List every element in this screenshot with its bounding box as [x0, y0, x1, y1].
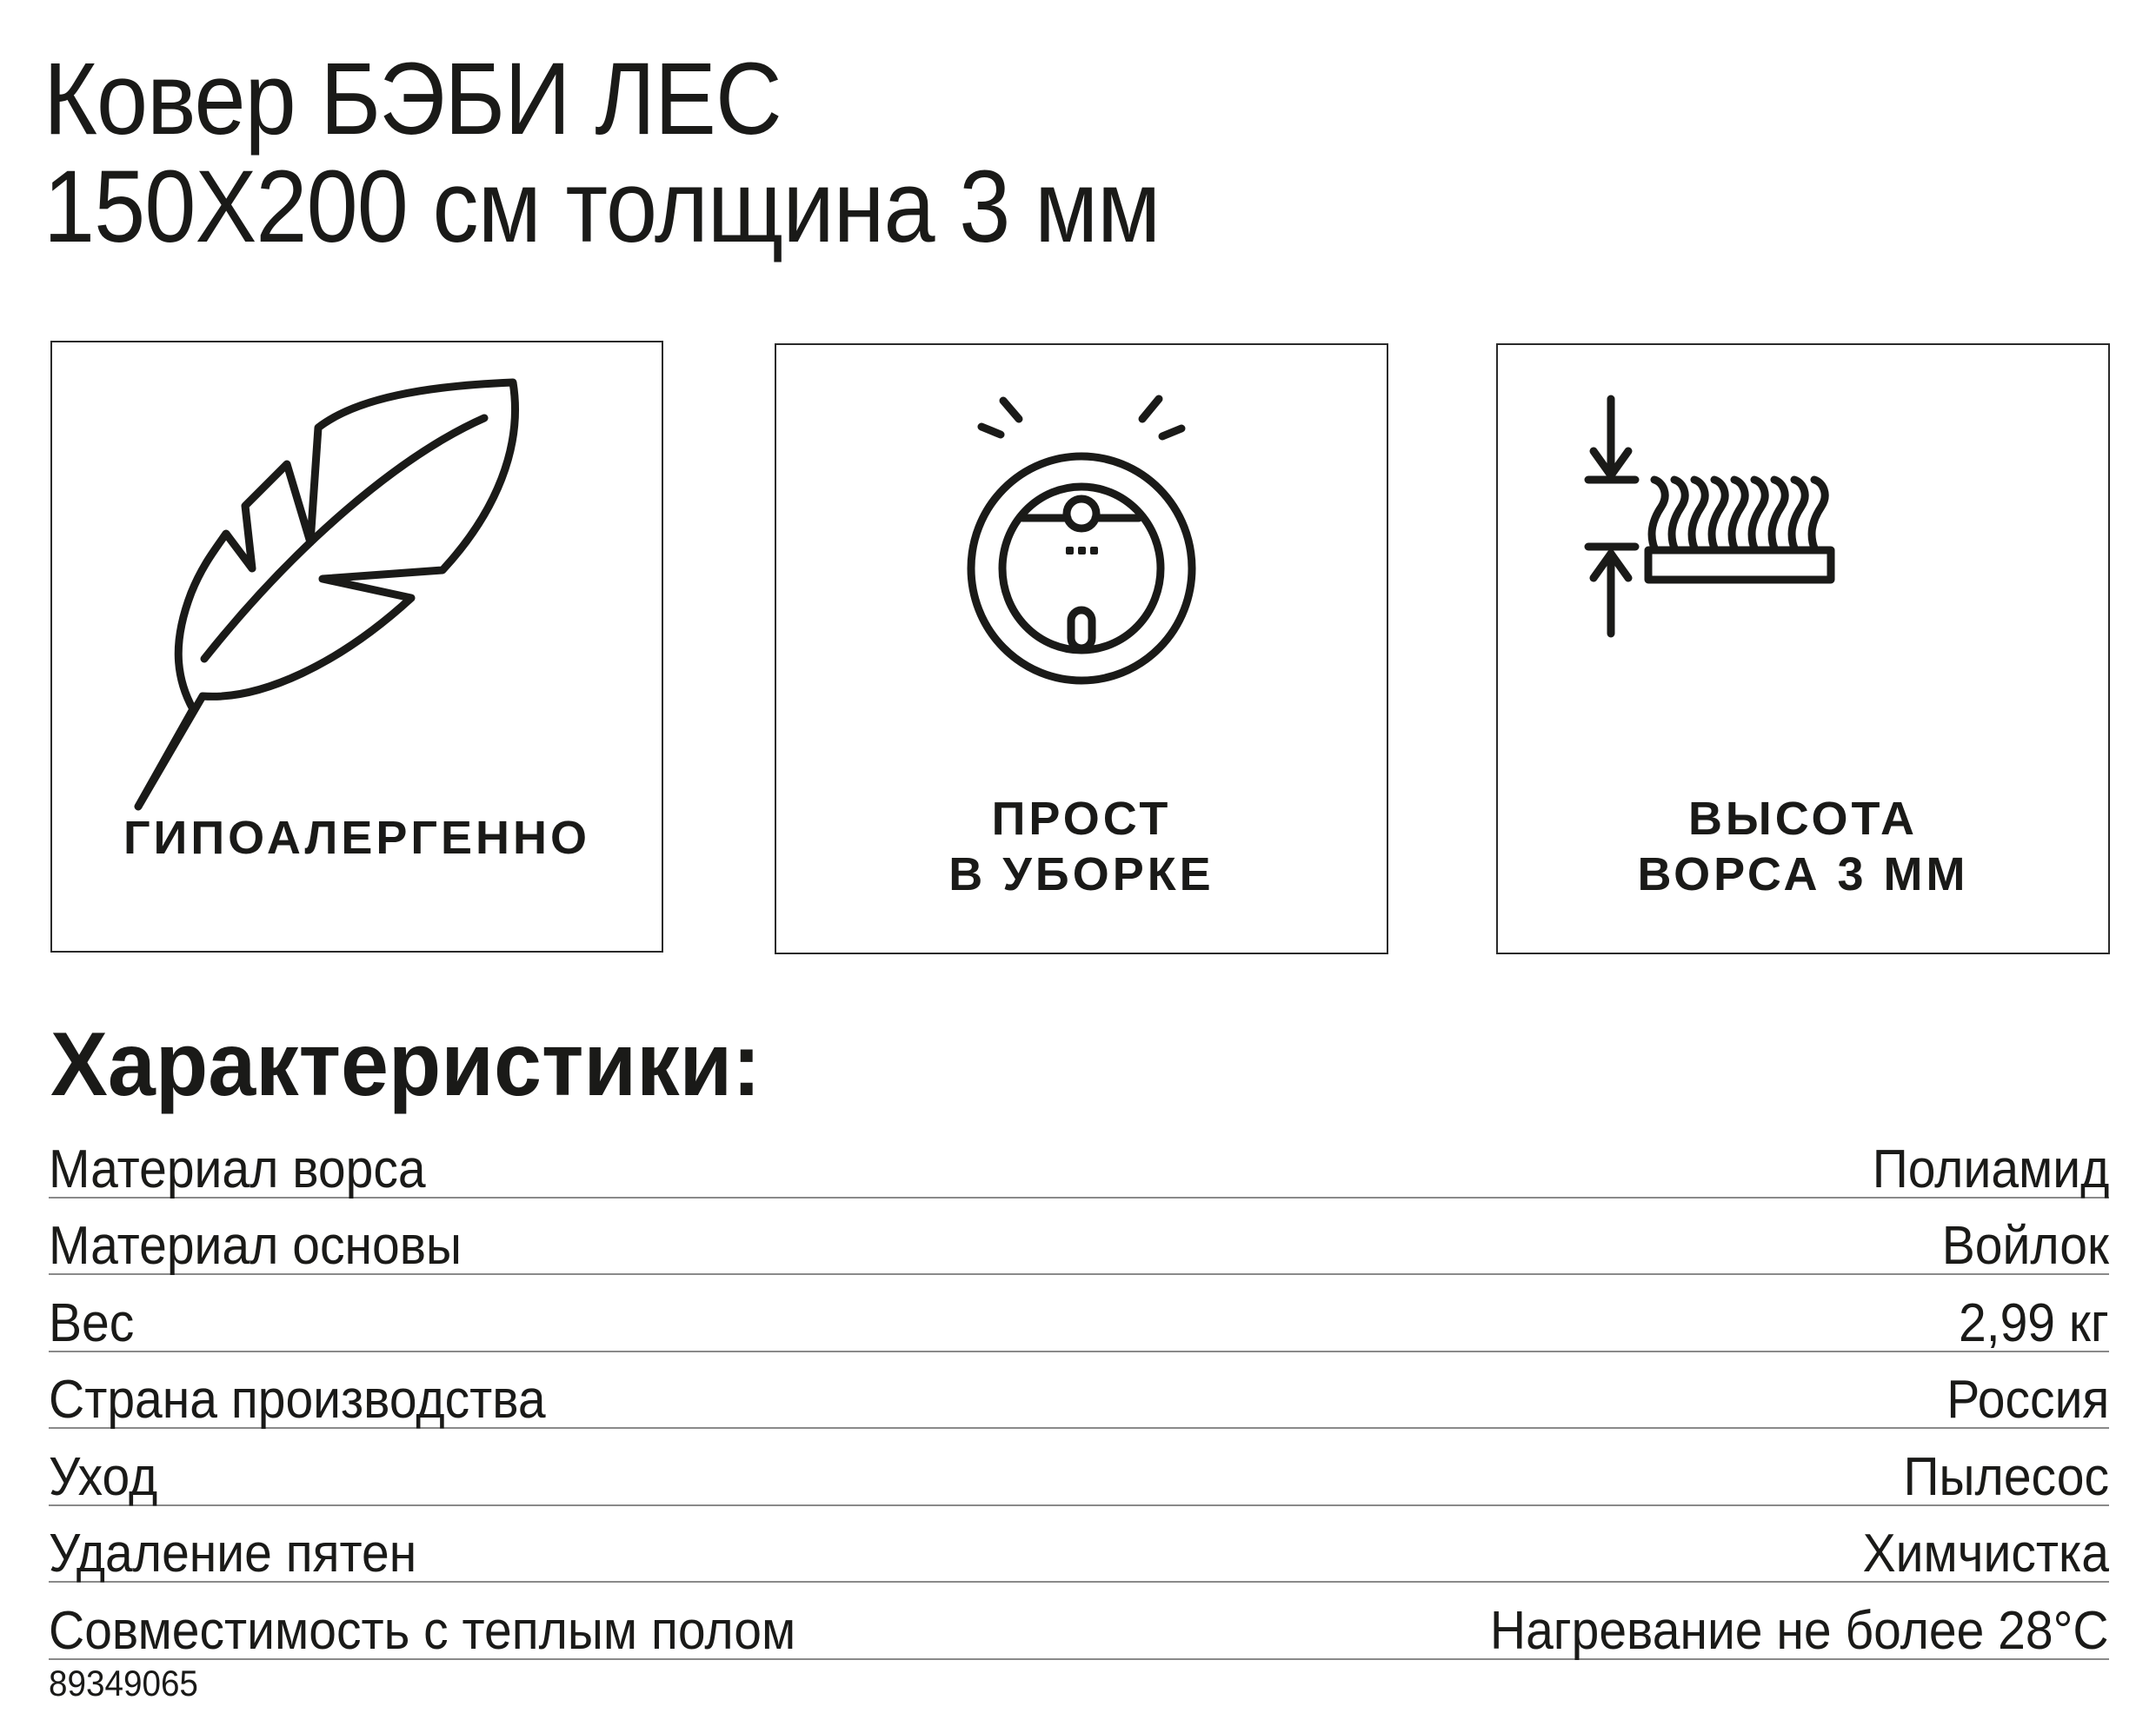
- pile-height-icon: [1584, 395, 1835, 638]
- spec-value: Полиамид: [1872, 1139, 2109, 1199]
- spec-value: Нагревание не более 28°С: [1490, 1600, 2109, 1661]
- spec-key: Страна производства: [49, 1370, 546, 1430]
- feature-box-easy-cleaning: ПРОСТ В УБОРКЕ: [775, 343, 1388, 954]
- spec-key: Материал ворса: [49, 1139, 426, 1199]
- spec-row: Совместимость с теплым полом Нагревание …: [49, 1583, 2109, 1661]
- feather-icon: [134, 378, 519, 811]
- feature-box-hypoallergenic: ГИПОАЛЕРГЕННО: [50, 341, 663, 953]
- spec-row: Материал основы Войлок: [49, 1199, 2109, 1276]
- spec-row: Уход Пылесос: [49, 1429, 2109, 1507]
- specs-table: Материал ворса Полиамид Материал основы …: [49, 1121, 2109, 1661]
- feature-box-pile-height: ВЫСОТА ВОРСА 3 ММ: [1496, 343, 2110, 954]
- specs-heading: Характеристики:: [50, 1014, 762, 1115]
- feature-label-hypoallergenic: ГИПОАЛЕРГЕННО: [123, 812, 591, 864]
- sku-number: 89349065: [49, 1663, 198, 1703]
- spec-key: Уход: [49, 1446, 158, 1507]
- spec-row: Вес 2,99 кг: [49, 1275, 2109, 1353]
- spec-key: Удаление пятен: [49, 1524, 417, 1584]
- spec-key: Материал основы: [49, 1216, 462, 1276]
- spec-value: 2,99 кг: [1959, 1292, 2109, 1353]
- product-title: Ковер БЭБИ ЛЕС 150Х200 см толщина 3 мм: [43, 42, 1161, 264]
- spec-value: Войлок: [1941, 1216, 2109, 1276]
- spec-row: Материал ворса Полиамид: [49, 1121, 2109, 1199]
- feature-label-easy-cleaning: ПРОСТ В УБОРКЕ: [948, 793, 1214, 900]
- product-title-line-1: Ковер БЭБИ ЛЕС: [43, 42, 782, 156]
- spec-key: Совместимость с теплым полом: [49, 1600, 796, 1661]
- spec-value: Россия: [1946, 1370, 2109, 1430]
- spec-key: Вес: [49, 1292, 135, 1353]
- robot-vacuum-icon: [967, 395, 1196, 685]
- feature-label-pile-height: ВЫСОТА ВОРСА 3 ММ: [1637, 793, 1969, 900]
- spec-row: Удаление пятен Химчистка: [49, 1506, 2109, 1584]
- spec-value: Химчистка: [1862, 1524, 2109, 1584]
- spec-value: Пылесос: [1903, 1446, 2109, 1507]
- spec-row: Страна производства Россия: [49, 1352, 2109, 1430]
- product-title-line-2: 150Х200 см толщина 3 мм: [43, 149, 1161, 264]
